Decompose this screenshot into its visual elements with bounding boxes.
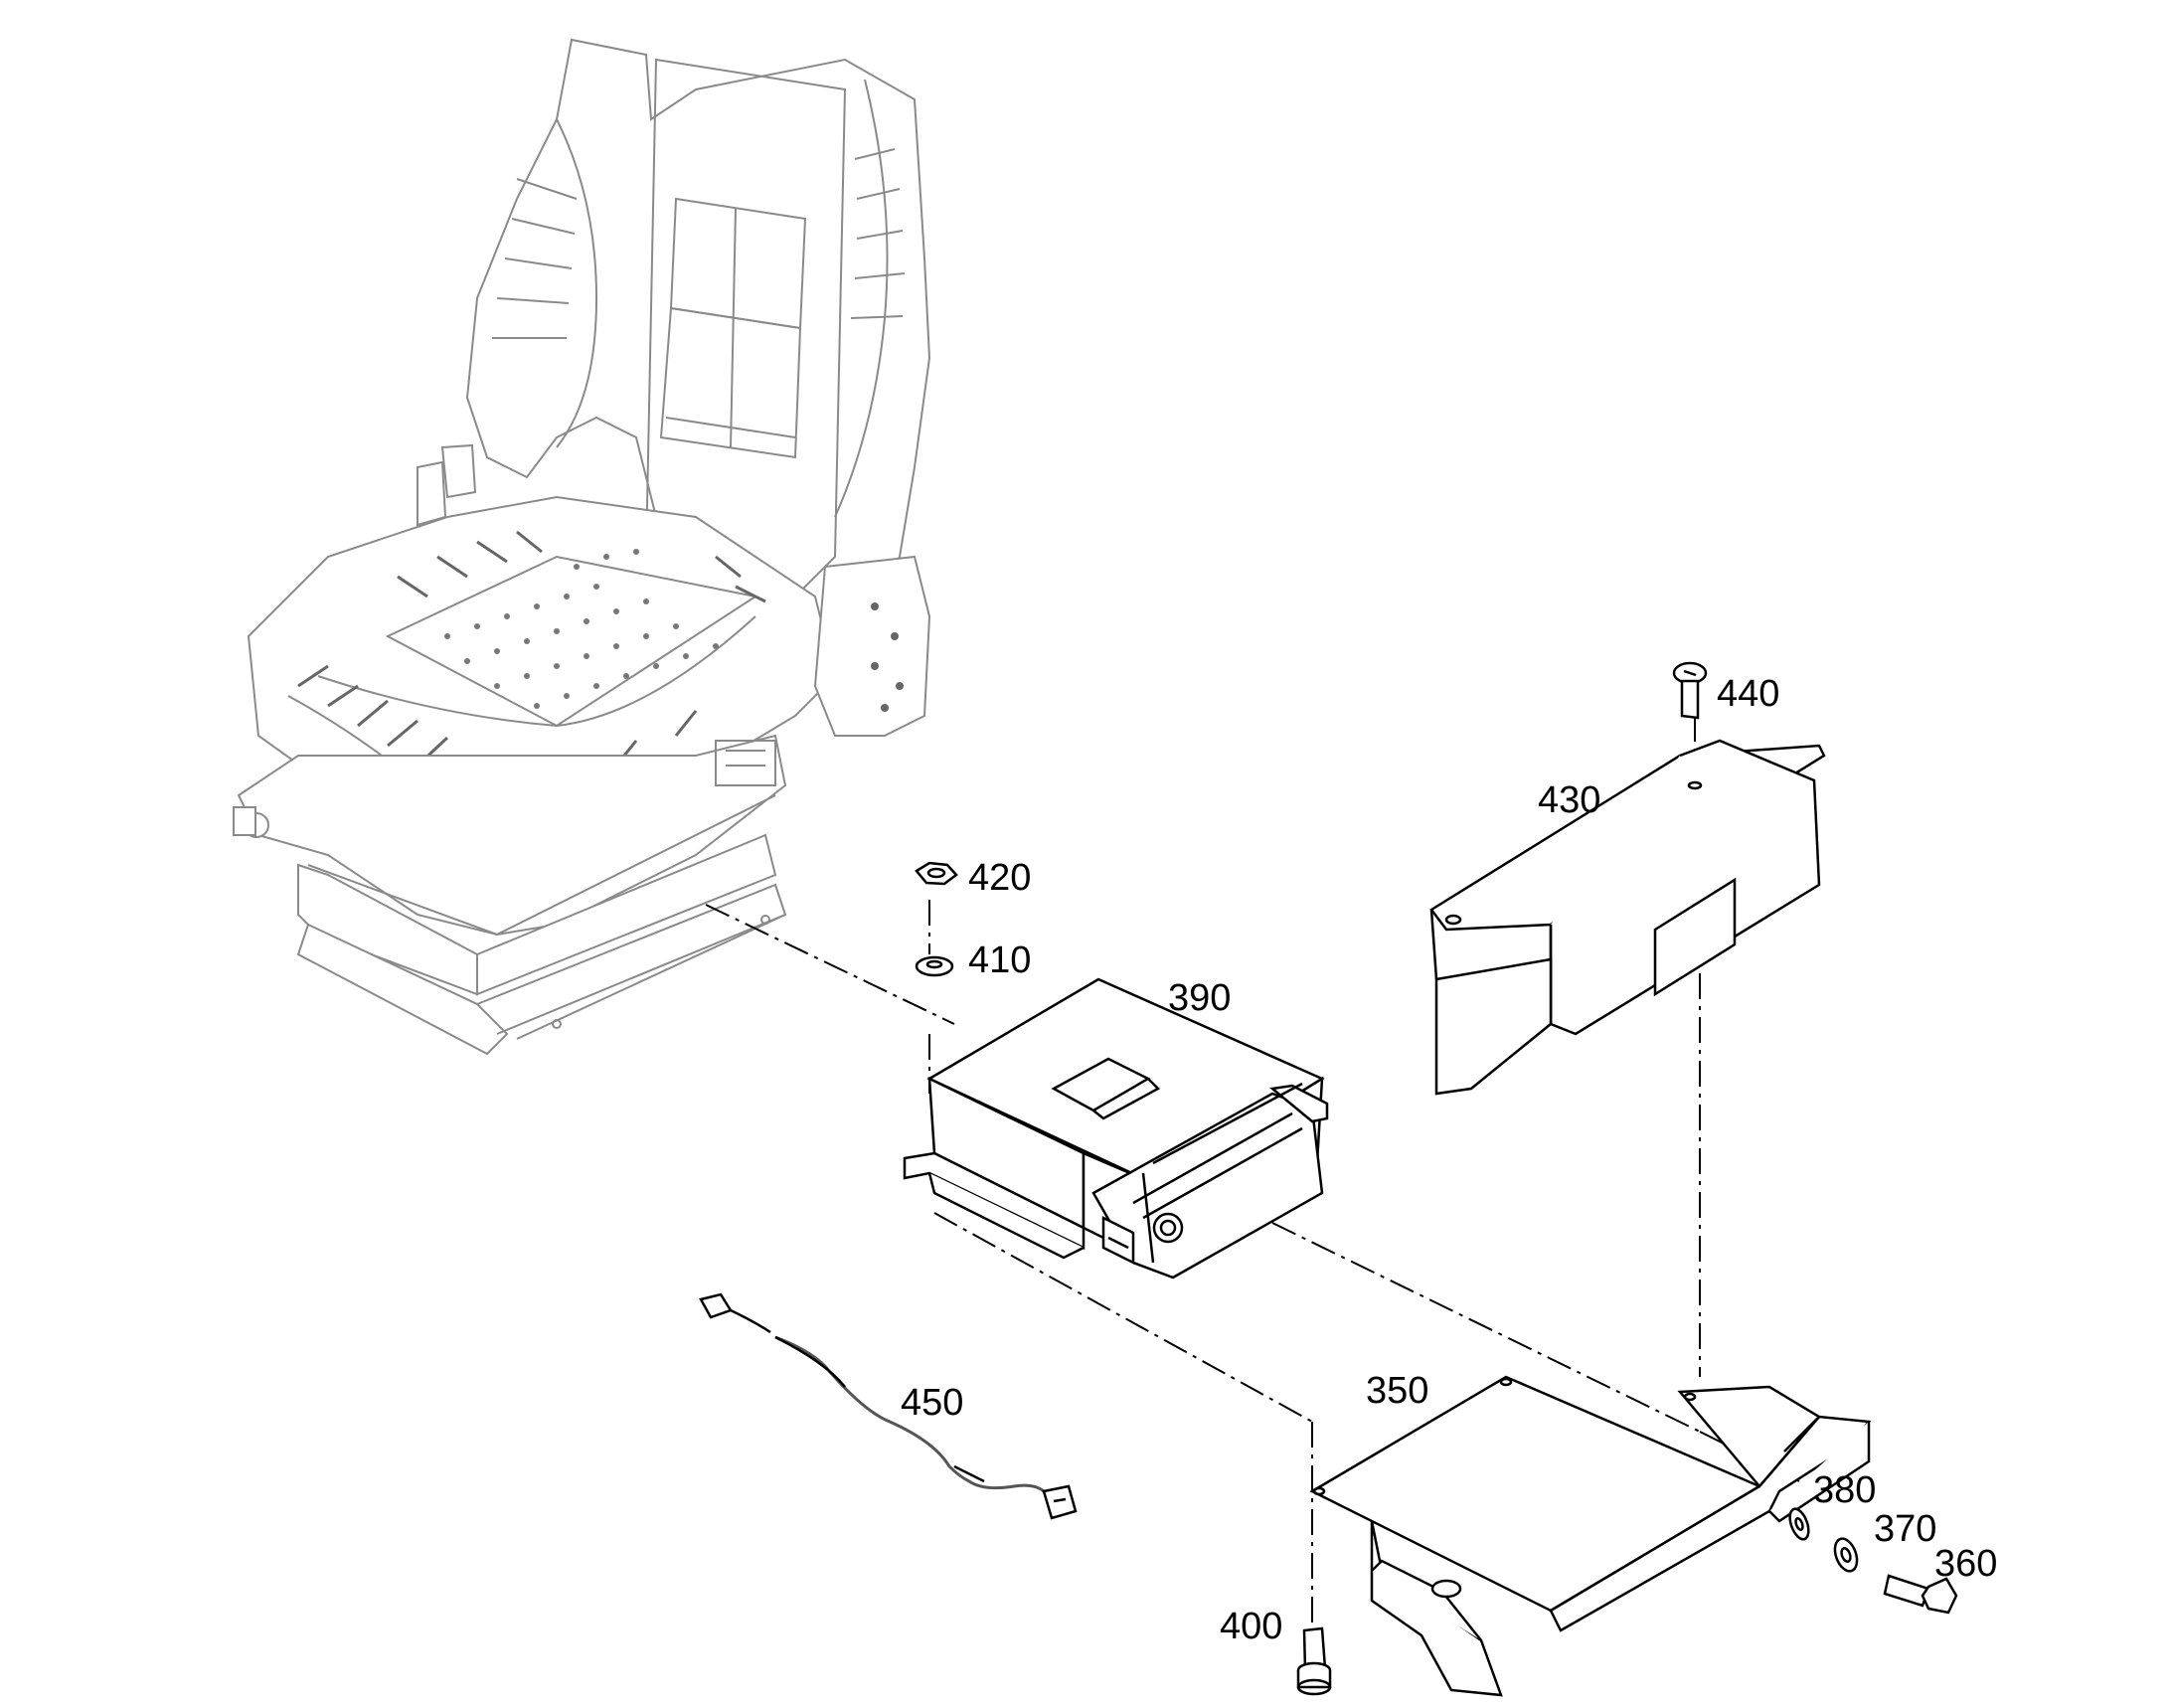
part-350-bracket (1309, 1375, 1872, 1697)
label-410: 410 (968, 939, 1031, 981)
callout-labels: 350 360 370 380 390 400 410 420 430 440 … (901, 673, 1997, 1647)
label-390: 390 (1168, 977, 1231, 1019)
part-450-harness (699, 1292, 1078, 1520)
assembly-center-lines (705, 716, 1800, 1625)
label-430: 430 (1538, 779, 1600, 821)
label-420: 420 (968, 857, 1031, 899)
label-370: 370 (1874, 1508, 1936, 1550)
part-360-bolt (1883, 1574, 1958, 1615)
label-380: 380 (1813, 1469, 1876, 1511)
label-360: 360 (1934, 1543, 1997, 1585)
part-390-control-unit (903, 977, 1329, 1280)
part-430-cover (1429, 739, 1826, 1096)
label-440: 440 (1717, 673, 1779, 715)
part-370-washer (1833, 1537, 1859, 1573)
part-410-washer (915, 955, 954, 977)
part-400-stud (1296, 1626, 1332, 1696)
label-400: 400 (1220, 1606, 1282, 1647)
part-380-washer (1788, 1507, 1810, 1541)
part-420-nut (915, 861, 958, 886)
driver-seat-illustration (233, 38, 931, 1056)
label-350: 350 (1366, 1370, 1428, 1412)
part-440-screw (1672, 661, 1708, 720)
label-450: 450 (901, 1382, 963, 1424)
